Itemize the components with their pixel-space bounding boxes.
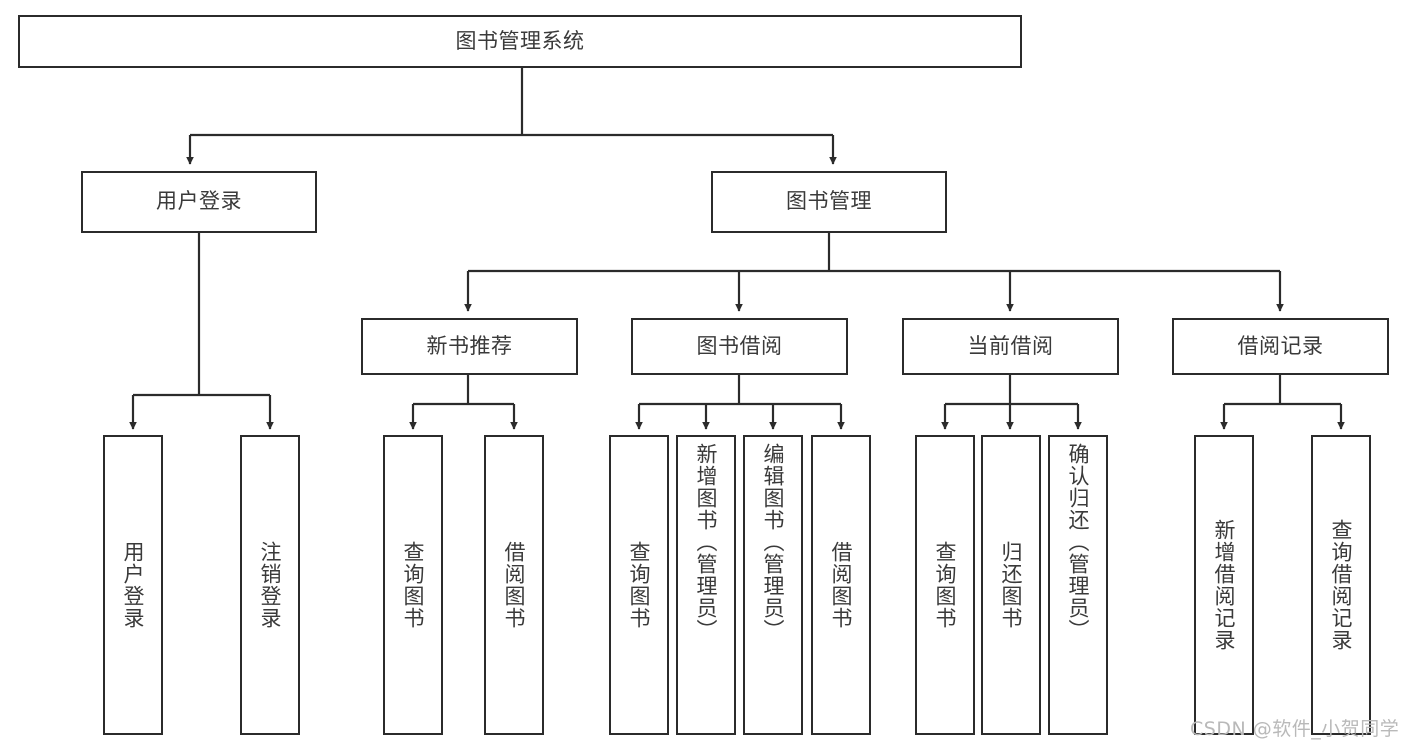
- node-label: 用户登录: [156, 189, 242, 214]
- leaf-book-borrow-borrow-book[interactable]: 借阅图书: [811, 435, 871, 735]
- leaf-book-borrow-edit-book-admin[interactable]: 编辑图书（管理员）: [743, 435, 803, 735]
- leaf-current-borrow-confirm-return-admin[interactable]: 确认归还（管理员）: [1048, 435, 1108, 735]
- node-label: 新书推荐: [426, 333, 513, 358]
- node-label: 借阅记录: [1237, 333, 1324, 358]
- leaf-current-borrow-query-book[interactable]: 查询图书: [915, 435, 975, 735]
- node-book-management[interactable]: 图书管理: [711, 171, 947, 233]
- node-label: 借阅图书: [829, 541, 854, 629]
- node-label: 新增借阅记录: [1212, 519, 1237, 651]
- node-label: 归还图书: [999, 541, 1024, 629]
- leaf-user-login-logout[interactable]: 注销登录: [240, 435, 300, 735]
- node-label: 借阅图书: [502, 541, 527, 629]
- node-label: 注销登录: [258, 541, 283, 629]
- node-new-book-recommend[interactable]: 新书推荐: [361, 318, 578, 375]
- node-current-borrow[interactable]: 当前借阅: [902, 318, 1119, 375]
- csdn-watermark: CSDN @软件_小贺同学: [1190, 718, 1400, 740]
- node-label: 图书管理系统: [455, 28, 585, 53]
- leaf-book-borrow-add-book-admin[interactable]: 新增图书（管理员）: [676, 435, 736, 735]
- node-label: 当前借阅: [967, 333, 1054, 358]
- leaf-new-book-borrow-book[interactable]: 借阅图书: [484, 435, 544, 735]
- node-label: 编辑图书（管理员）: [761, 443, 786, 641]
- node-root-book-management-system[interactable]: 图书管理系统: [18, 15, 1022, 68]
- node-label: 查询图书: [627, 541, 652, 629]
- node-label: 查询图书: [933, 541, 958, 629]
- leaf-borrow-record-add-record[interactable]: 新增借阅记录: [1194, 435, 1254, 735]
- leaf-user-login-login[interactable]: 用户登录: [103, 435, 163, 735]
- node-label: 确认归还（管理员）: [1066, 443, 1091, 641]
- leaf-current-borrow-return-book[interactable]: 归还图书: [981, 435, 1041, 735]
- node-borrow-record[interactable]: 借阅记录: [1172, 318, 1389, 375]
- node-label: 用户登录: [121, 541, 146, 629]
- leaf-new-book-query-book[interactable]: 查询图书: [383, 435, 443, 735]
- node-label: 查询借阅记录: [1329, 519, 1354, 651]
- node-label: 图书管理: [786, 189, 872, 214]
- node-label: 图书借阅: [696, 333, 783, 358]
- leaf-borrow-record-query-record[interactable]: 查询借阅记录: [1311, 435, 1371, 735]
- node-user-login[interactable]: 用户登录: [81, 171, 317, 233]
- node-label: 查询图书: [401, 541, 426, 629]
- node-book-borrow[interactable]: 图书借阅: [631, 318, 848, 375]
- leaf-book-borrow-query-book[interactable]: 查询图书: [609, 435, 669, 735]
- node-label: 新增图书（管理员）: [694, 443, 719, 641]
